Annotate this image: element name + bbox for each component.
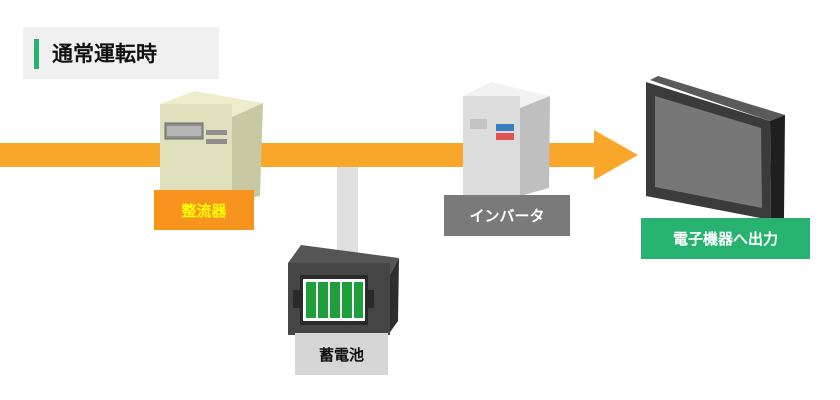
title-box — [23, 27, 219, 79]
monitor-icon — [646, 76, 785, 220]
rectifier-cabinet-icon — [160, 91, 263, 201]
battery-connector-line — [337, 165, 358, 265]
inverter-label: インバータ — [444, 195, 570, 236]
title-accent-bar — [34, 39, 39, 69]
diagram-title: 通常運転時 — [52, 42, 157, 66]
battery-label: 蓄電池 — [295, 333, 388, 375]
output-label: 電子機器へ出力 — [641, 218, 810, 259]
battery-icon — [288, 245, 399, 335]
rectifier-label: 整流器 — [154, 190, 254, 230]
inverter-cabinet-icon — [463, 82, 550, 196]
